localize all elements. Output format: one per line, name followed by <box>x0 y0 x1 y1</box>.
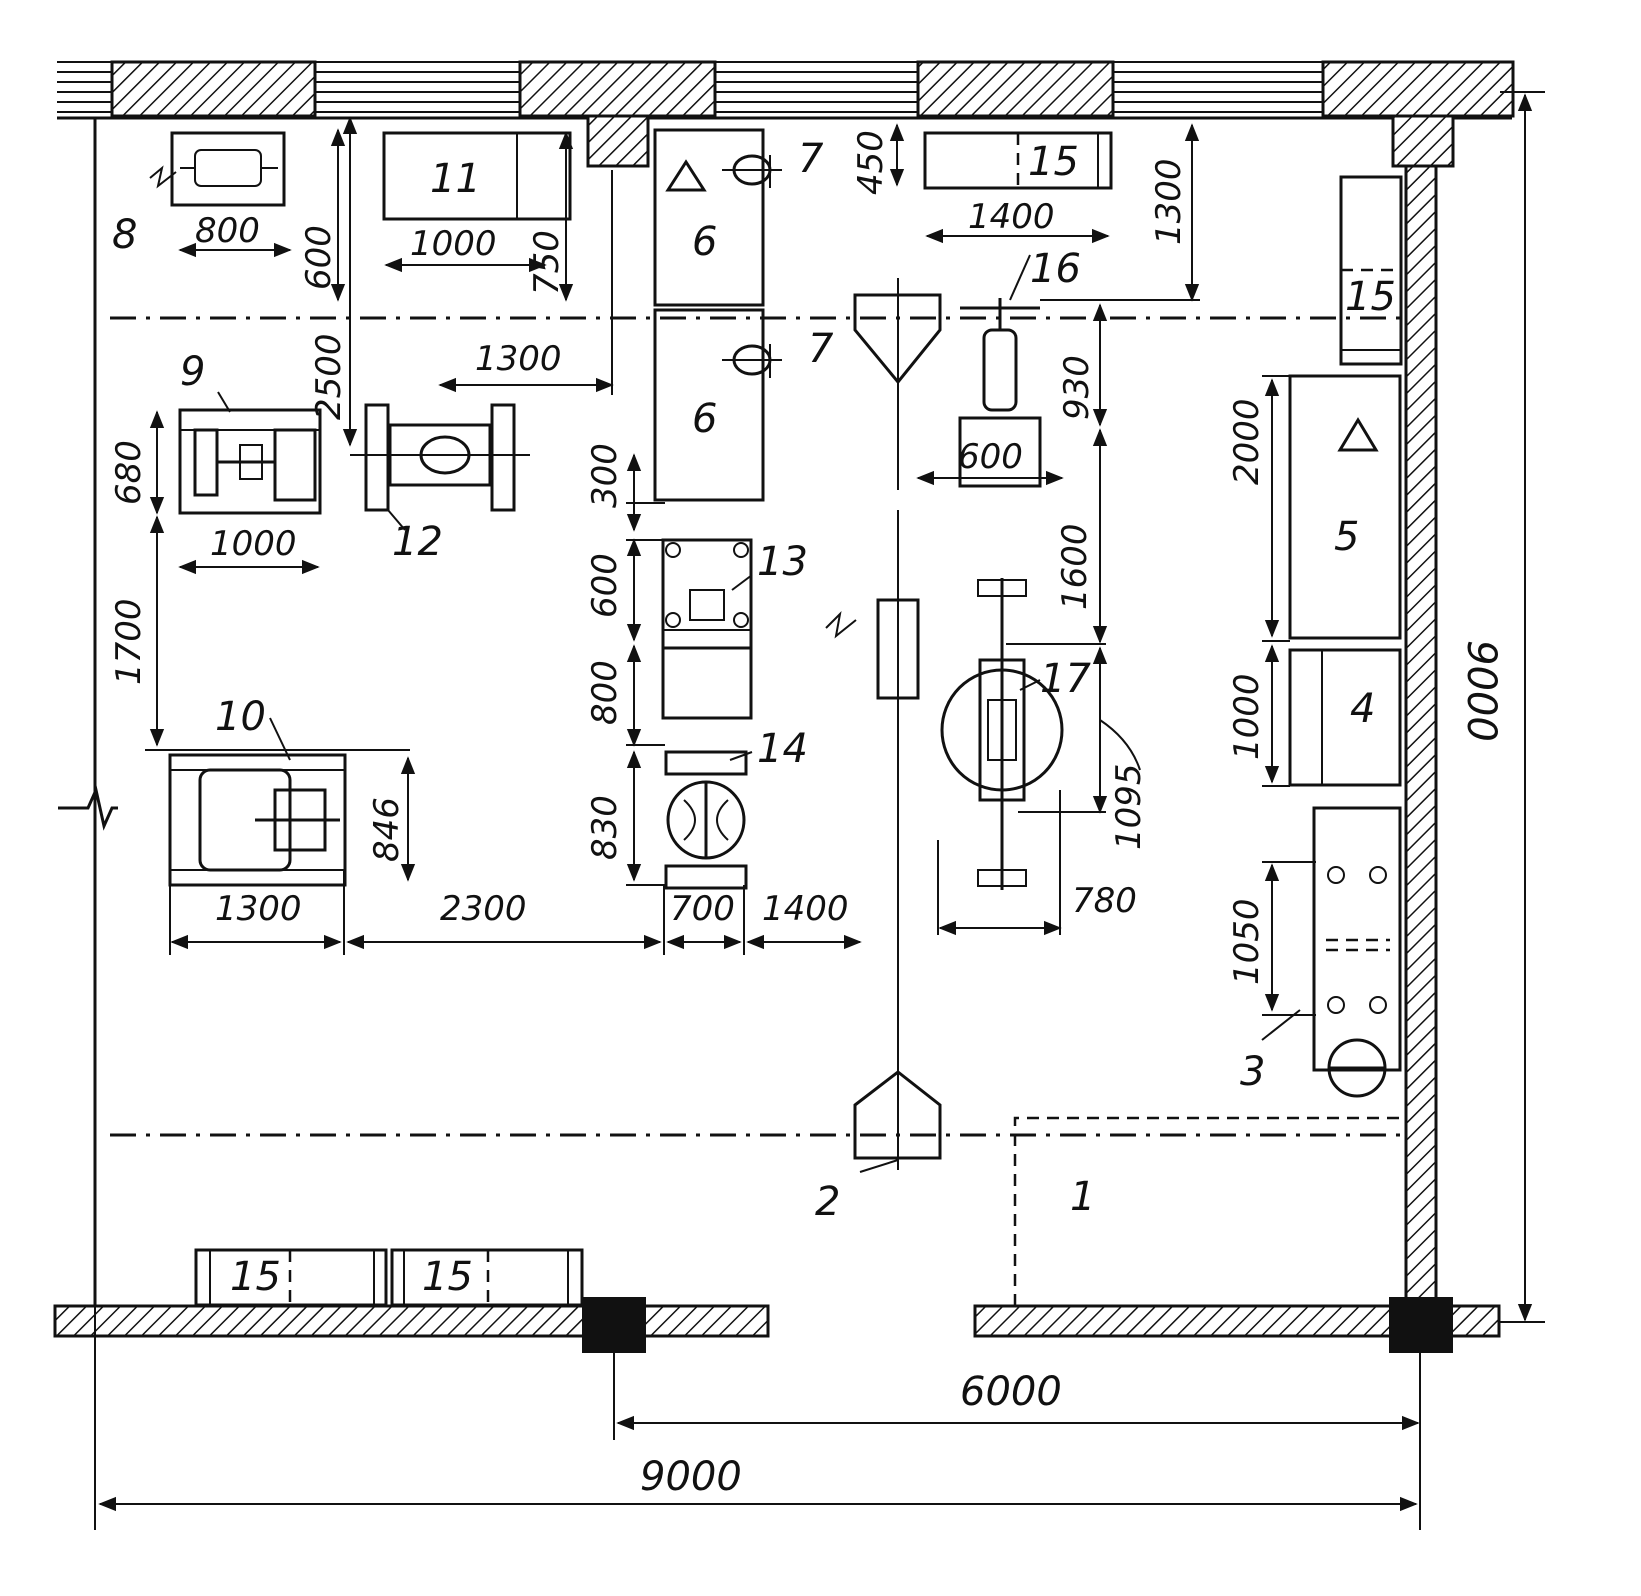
equipment-8 <box>149 131 286 207</box>
label-equipment-10: 10 <box>215 694 266 740</box>
label-equipment-7-bottom: 7 <box>808 326 834 372</box>
equipment-12 <box>350 403 530 512</box>
dim-1300-b: 1300 <box>475 339 562 379</box>
label-equipment-15-top: 15 <box>1028 139 1079 185</box>
column-bottom-1 <box>582 1297 646 1353</box>
dim-800: 800 <box>195 211 260 251</box>
label-equipment-5: 5 <box>1334 514 1359 560</box>
equipment-10 <box>168 753 347 887</box>
bottom-wall <box>53 1297 1501 1353</box>
equipment-6-bottom <box>653 308 765 502</box>
wall-pier-4 <box>1321 60 1515 118</box>
dim-846: 846 <box>367 797 407 862</box>
dim-780: 780 <box>1072 881 1137 921</box>
label-equipment-11: 11 <box>430 156 481 202</box>
dim-1300-a: 1300 <box>1149 158 1189 245</box>
label-equipment-3: 3 <box>1240 1049 1265 1095</box>
label-equipment-6-top: 6 <box>692 219 717 265</box>
equipment-14 <box>664 750 748 890</box>
dim-1300-c: 1300 <box>215 889 302 929</box>
equipment-7-top <box>722 154 782 188</box>
equipment-6-top <box>653 128 765 307</box>
equipment-2-crane <box>825 278 942 1170</box>
wall-pier-3 <box>916 60 1115 118</box>
dim-930: 930 <box>1057 355 1097 420</box>
dim-1050: 1050 <box>1227 898 1267 985</box>
dimension-lines <box>94 91 1545 1530</box>
label-crane-2: 2 <box>815 1179 840 1225</box>
right-wall <box>1404 164 1438 1308</box>
label-equipment-15-bottom-2: 15 <box>422 1254 473 1300</box>
label-equipment-13: 13 <box>757 539 808 585</box>
dim-1000-b: 1000 <box>210 524 297 564</box>
dim-800-b: 800 <box>585 660 625 725</box>
label-equipment-6-bottom: 6 <box>692 396 717 442</box>
label-equipment-15-right: 15 <box>1345 274 1396 320</box>
break-mark-left-wall <box>58 785 118 831</box>
triangle-icon <box>665 159 707 192</box>
dim-1000-c: 1000 <box>1227 673 1267 760</box>
dim-1700: 1700 <box>109 598 149 685</box>
triangle-icon <box>1337 417 1379 452</box>
equipment-3 <box>1312 806 1402 1098</box>
wall-pier-2 <box>518 60 717 118</box>
equipment-17 <box>940 578 1064 890</box>
dim-600-c: 600 <box>585 553 625 618</box>
dim-700: 700 <box>670 889 735 929</box>
label-equipment-15-bottom-1: 15 <box>230 1254 281 1300</box>
dim-600-a: 600 <box>299 225 339 290</box>
label-equipment-16: 16 <box>1030 246 1081 292</box>
wall-column-top-2 <box>1391 114 1455 168</box>
label-equipment-7-top: 7 <box>798 136 824 182</box>
area-1-outline <box>1013 1116 1405 1306</box>
equipment-5 <box>1288 374 1402 640</box>
equipment-9 <box>178 408 322 515</box>
dim-1400-a: 1400 <box>968 197 1055 237</box>
dim-600-b: 600 <box>958 437 1023 477</box>
top-wall <box>57 60 1515 168</box>
equipment-15-bottom-1 <box>194 1248 388 1307</box>
wall-column-top-1 <box>586 114 650 168</box>
electric-symbol-icon <box>149 165 177 189</box>
equipment-13 <box>661 538 753 720</box>
dim-1000-a: 1000 <box>410 224 497 264</box>
dim-2300: 2300 <box>440 889 527 929</box>
wall-pier-1 <box>110 60 317 118</box>
label-equipment-9: 9 <box>180 349 205 395</box>
dim-9000-horizontal: 9000 <box>640 1454 742 1500</box>
label-equipment-17: 17 <box>1040 656 1091 702</box>
dim-2000: 2000 <box>1227 398 1267 485</box>
dim-450: 450 <box>851 130 891 195</box>
label-equipment-14: 14 <box>757 726 808 772</box>
dim-300: 300 <box>585 443 625 508</box>
dim-1400-b: 1400 <box>762 889 849 929</box>
label-equipment-8: 8 <box>112 212 137 258</box>
equipment-16 <box>958 298 1042 488</box>
dim-1095: 1095 <box>1109 763 1149 850</box>
equipment-7-bottom <box>722 344 782 378</box>
equipment-4 <box>1288 648 1402 787</box>
label-area-1: 1 <box>1070 1174 1095 1220</box>
column-bottom-2 <box>1389 1297 1453 1353</box>
equipment-15-bottom-2 <box>390 1248 584 1307</box>
dim-6000: 6000 <box>960 1369 1062 1415</box>
equipment-15-right <box>1339 175 1403 366</box>
label-equipment-4: 4 <box>1350 686 1375 732</box>
dim-2500: 2500 <box>309 333 349 420</box>
crane-hoist <box>876 598 920 700</box>
equipment-15-top <box>923 131 1113 190</box>
dim-1600: 1600 <box>1055 523 1095 610</box>
electric-symbol-icon <box>825 611 857 639</box>
dim-750: 750 <box>527 230 567 295</box>
label-equipment-12: 12 <box>392 519 443 565</box>
dim-830: 830 <box>585 795 625 860</box>
dim-9000-vertical: 9000 <box>1458 640 1504 742</box>
dim-680: 680 <box>109 440 149 505</box>
